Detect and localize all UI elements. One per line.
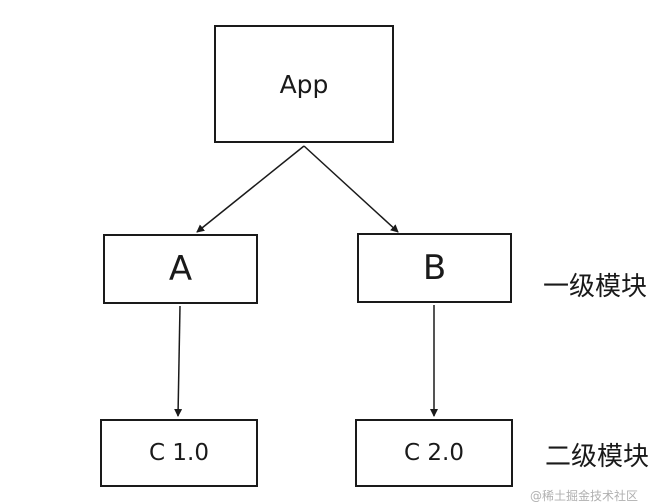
level-2-label: 二级模块 [545,442,650,472]
node-a: A [103,234,258,304]
node-c1: C 1.0 [100,419,258,487]
node-app: App [214,25,394,143]
node-a-label: A [168,249,193,289]
node-b: B [357,233,512,303]
node-c2-label: C 2.0 [404,440,464,466]
node-c2: C 2.0 [355,419,513,487]
arrow-app-to-b [303,145,399,233]
node-c1-label: C 1.0 [149,440,209,466]
arrow-app-to-a [196,145,305,233]
arrow-a-to-c1 [174,305,183,417]
node-b-label: B [422,248,447,288]
node-app-label: App [279,69,329,99]
level-1-label: 一级模块 [543,272,648,302]
watermark: @稀土掘金技术社区 [530,489,639,503]
